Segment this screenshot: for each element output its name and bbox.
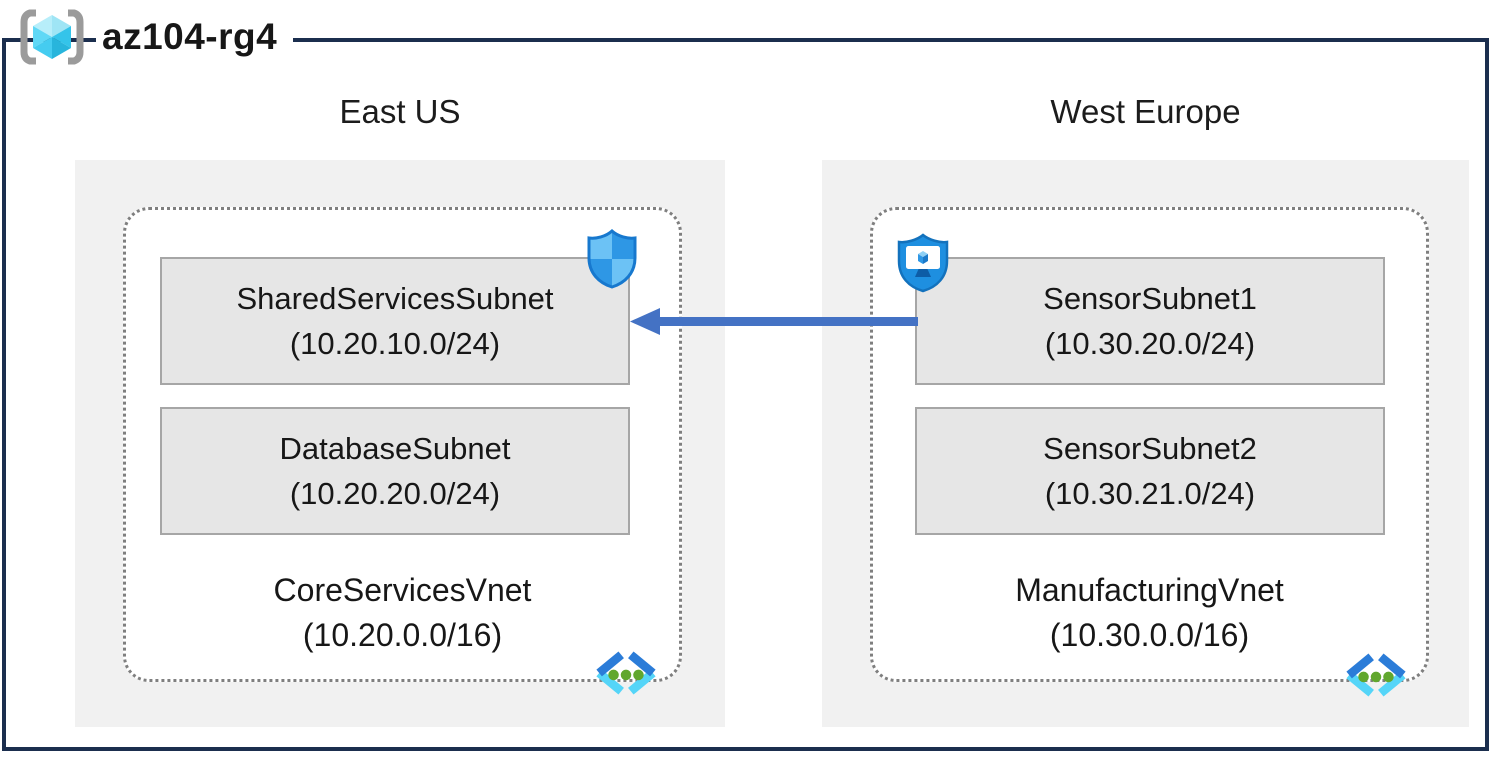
subnet-sensorsubnet2: SensorSubnet2 (10.30.21.0/24) <box>915 407 1385 535</box>
subnet-cidr: (10.30.21.0/24) <box>1044 476 1256 511</box>
region-title-east-us: East US <box>339 93 461 130</box>
subnet-cidr: (10.20.10.0/24) <box>289 326 501 361</box>
resource-group-title: az104-rg4 <box>96 12 294 62</box>
subnet-cidr: (10.20.20.0/24) <box>289 476 501 511</box>
subnet-name: DatabaseSubnet <box>279 431 511 466</box>
shield-with-monitor-icon <box>897 233 949 293</box>
subnet-name: SensorSubnet1 <box>1043 281 1257 316</box>
subnet-databasesubnet: DatabaseSubnet (10.20.20.0/24) <box>160 407 630 535</box>
subnet-cidr: (10.30.20.0/24) <box>1044 326 1256 361</box>
vnet-name: ManufacturingVnet <box>1015 572 1284 608</box>
resource-group-icon <box>20 9 84 65</box>
peering-arrow <box>630 308 918 335</box>
region-title-west-europe: West Europe <box>1050 93 1241 130</box>
security-shield-icon <box>587 228 637 289</box>
subnet-sharedservicessubnet: SharedServicesSubnet (10.20.10.0/24) <box>160 257 630 385</box>
virtual-network-icon <box>1346 653 1406 697</box>
subnet-name: SensorSubnet2 <box>1043 431 1257 466</box>
subnet-sensorsubnet1: SensorSubnet1 (10.30.20.0/24) <box>915 257 1385 385</box>
virtual-network-icon <box>596 651 656 695</box>
resource-group-frame <box>2 38 1489 751</box>
vnet-cidr: (10.20.0.0/16) <box>302 617 503 653</box>
vnet-label-coreservicesvnet: CoreServicesVnet (10.20.0.0/16) <box>123 568 682 658</box>
vnet-name: CoreServicesVnet <box>273 572 532 608</box>
vnet-cidr: (10.30.0.0/16) <box>1049 617 1250 653</box>
subnet-name: SharedServicesSubnet <box>236 281 554 316</box>
vnet-label-manufacturingvnet: ManufacturingVnet (10.30.0.0/16) <box>870 568 1429 658</box>
